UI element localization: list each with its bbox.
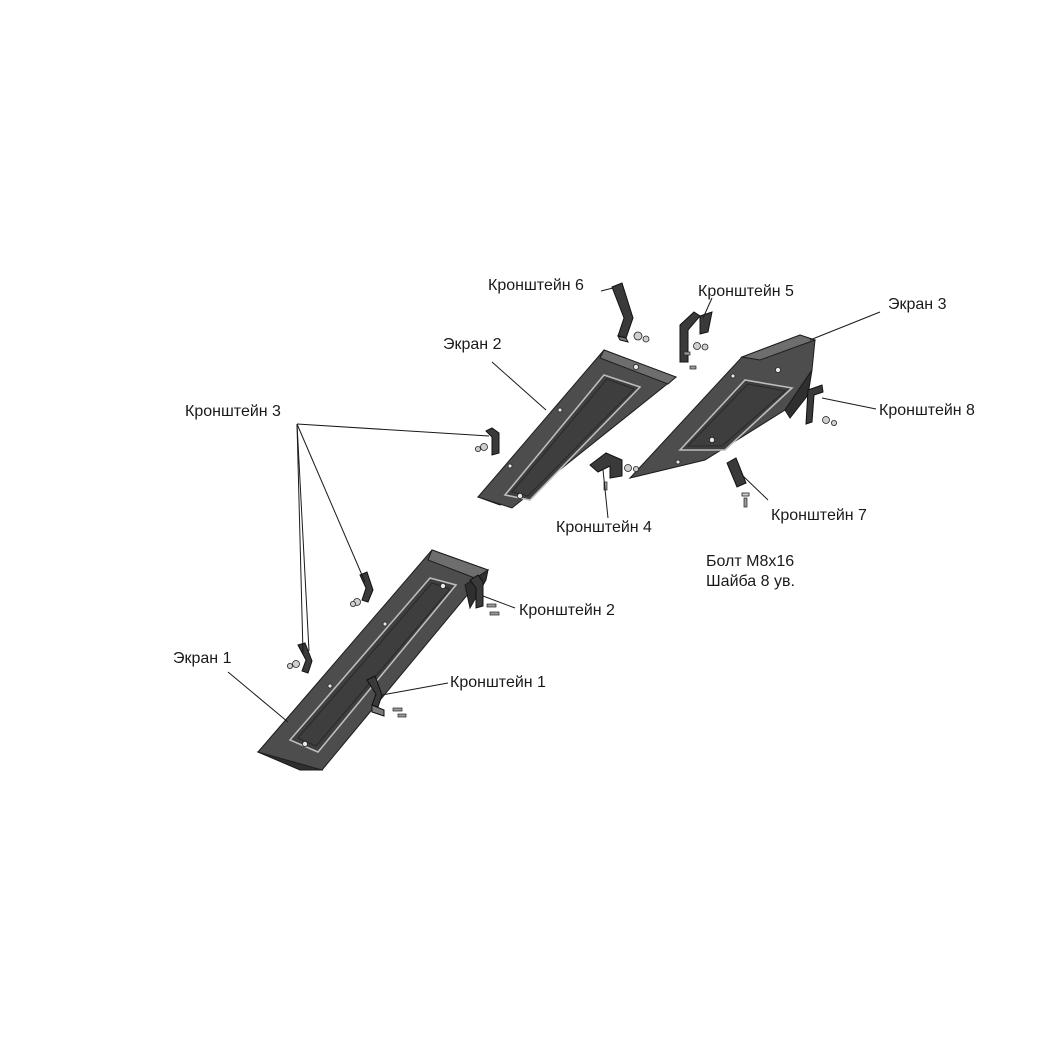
label-bracket-8: Кронштейн 8 <box>879 402 975 419</box>
label-bracket-6: Кронштейн 6 <box>488 277 584 294</box>
label-bracket-5: Кронштейн 5 <box>698 283 794 300</box>
leader-screen-2 <box>491 361 547 411</box>
washer-icon <box>822 416 830 424</box>
label-washer: Шайба 8 ув. <box>706 573 795 590</box>
screen-1-slot <box>288 577 458 753</box>
nut-icon <box>349 601 356 608</box>
screen-1-hole <box>439 583 446 590</box>
bracket-4-part <box>589 452 640 491</box>
nut-icon <box>474 445 481 452</box>
bracket-7-part <box>726 457 750 508</box>
screen-1-hole <box>327 683 333 689</box>
screen-1-hole <box>301 741 308 748</box>
leader-screen-3 <box>809 311 881 341</box>
bolt-icon <box>397 713 407 718</box>
screen-2-hole <box>517 492 524 499</box>
label-bolt: Болт М8х16 <box>706 553 794 570</box>
leader-bracket-2 <box>482 595 516 609</box>
bracket-3-part <box>286 427 500 674</box>
washer-icon <box>741 492 750 497</box>
label-bracket-2: Кронштейн 2 <box>519 602 615 619</box>
bolt-icon <box>743 497 748 508</box>
nut-icon <box>831 419 838 426</box>
bolt-icon <box>486 603 497 608</box>
bracket-5-part <box>679 311 713 370</box>
leader-bracket-4 <box>602 469 609 519</box>
screen-3-panel <box>628 334 817 479</box>
bolt-icon <box>392 707 403 712</box>
washer-icon <box>633 331 643 341</box>
leader-lines <box>227 287 881 723</box>
screen-3-hole <box>730 373 736 379</box>
bracket-1-part <box>366 675 407 718</box>
screen-3-slot <box>678 379 794 451</box>
label-bracket-1: Кронштейн 1 <box>450 674 546 691</box>
label-screen-1: Экран 1 <box>173 650 232 667</box>
washer-icon <box>292 660 300 668</box>
label-screen-2: Экран 2 <box>443 336 502 353</box>
label-screen-3: Экран 3 <box>888 296 947 313</box>
leader-bracket-3 <box>296 423 490 437</box>
leader-bracket-3 <box>296 423 310 652</box>
labels: Кронштейн 6 Кронштейн 5 Экран 3 Экран 2 … <box>173 277 975 691</box>
label-bracket-4: Кронштейн 4 <box>556 519 652 536</box>
bolt-icon <box>689 365 697 370</box>
leader-bracket-3 <box>296 423 366 583</box>
nut-icon <box>642 335 650 343</box>
nut-icon <box>286 663 293 670</box>
leader-bracket-1 <box>381 682 449 696</box>
washer-icon <box>693 342 701 350</box>
screen-3-hole <box>709 436 716 443</box>
screen-2-panel <box>477 349 678 509</box>
screen-2-hole <box>507 463 513 469</box>
screen-2-hole <box>557 407 563 413</box>
screen-1-hole <box>382 621 388 627</box>
leader-bracket-7 <box>742 475 769 501</box>
screen-3-hole <box>675 459 681 465</box>
bracket-8-part <box>805 384 838 426</box>
nut-icon <box>701 343 709 351</box>
washer-icon <box>480 443 488 451</box>
bracket-2-part <box>469 574 500 616</box>
screen-3-hole <box>775 366 782 373</box>
washer-icon <box>624 464 632 472</box>
label-bracket-3: Кронштейн 3 <box>185 403 281 420</box>
nut-icon <box>633 465 640 472</box>
leader-screen-1 <box>227 671 289 723</box>
screen-2-hole <box>633 363 640 370</box>
bolt-icon <box>489 611 500 616</box>
leader-bracket-3 <box>296 423 304 654</box>
leader-bracket-6 <box>600 287 614 292</box>
label-bracket-7: Кронштейн 7 <box>771 507 867 524</box>
bolt-icon <box>683 351 691 356</box>
leader-bracket-8 <box>821 397 877 410</box>
bracket-6-part <box>611 282 650 343</box>
screen-1-panel <box>256 549 489 771</box>
leader-bracket-5 <box>702 297 713 319</box>
